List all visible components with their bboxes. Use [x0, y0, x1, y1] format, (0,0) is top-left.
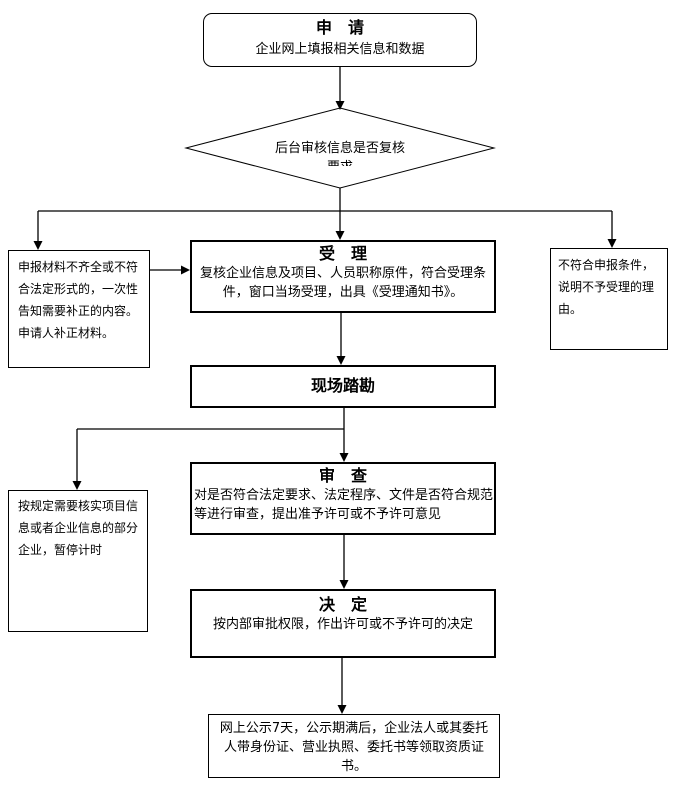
node-accept-title: 受 理 — [318, 244, 367, 263]
node-apply-body: 企业网上填报相关信息和数据 — [255, 42, 425, 57]
node-site-survey-title: 现场踏勘 — [310, 376, 375, 395]
node-pause-timer: 按规定需要核实项目信息或者企业信息的部分企业，暂停计时 — [8, 490, 148, 632]
node-accept-body: 复核企业信息及项目、人员职称原件，符合受理条件，窗口当场受理，出具《受理通知书》… — [199, 266, 486, 300]
arrowhead-into-examine — [339, 453, 349, 462]
node-decide-title: 决 定 — [318, 595, 367, 614]
node-decide: 决 定 按内部审批权限，作出许可或不予许可的决定 — [190, 589, 496, 658]
arrowhead-supplement-accept — [181, 265, 190, 275]
node-examine-body: 对是否符合法定要求、法定程序、文件是否符合规范等进行审查，提出准予许可或不予许可… — [194, 488, 494, 522]
node-accept: 受 理 复核企业信息及项目、人员职称原件，符合受理条件，窗口当场受理，出具《受理… — [190, 240, 496, 313]
node-supplement-notice: 申报材料不齐全或不符合法定形式的，一次性告知需要补正的内容。申请人补正材料。 — [8, 250, 150, 368]
node-reject-reason: 不符合申报条件，说明不予受理的理由。 — [550, 248, 668, 350]
node-examine: 审 查 对是否符合法定要求、法定程序、文件是否符合规范等进行审查，提出准予许可或… — [190, 462, 496, 535]
node-publish: 网上公示7天，公示期满后，企业法人或其委托人带身份证、营业执照、委托书等领取资质… — [208, 714, 500, 778]
arrowhead-into-accept — [335, 231, 345, 240]
node-apply-title: 申 请 — [315, 18, 364, 37]
node-review-decision: 后台审核信息是否复核 要求 — [240, 139, 440, 166]
node-review-decision-line2: 要求 — [240, 158, 440, 166]
arrowhead-into-publish — [337, 705, 347, 714]
node-decide-body: 按内部审批权限，作出许可或不予许可的决定 — [212, 617, 473, 632]
node-examine-title: 审 查 — [318, 466, 367, 485]
node-apply: 申 请 企业网上填报相关信息和数据 — [203, 13, 477, 67]
arrowhead-into-reject — [607, 239, 617, 248]
arrowhead-into-decision — [335, 101, 345, 110]
arrowhead-into-decide — [339, 580, 349, 589]
arrowhead-into-supplement — [33, 241, 43, 250]
node-publish-text: 网上公示7天，公示期满后，企业法人或其委托人带身份证、营业执照、委托书等领取资质… — [219, 721, 489, 774]
node-review-decision-line1: 后台审核信息是否复核 — [274, 141, 405, 156]
node-reject-text: 不符合申报条件，说明不予受理的理由。 — [558, 258, 655, 316]
node-site-survey: 现场踏勘 — [190, 365, 496, 408]
node-supplement-text: 申报材料不齐全或不符合法定形式的，一次性告知需要补正的内容。申请人补正材料。 — [18, 260, 139, 340]
arrowhead-into-site — [336, 356, 346, 365]
arrowhead-into-pause — [72, 481, 82, 490]
node-pause-timer-text: 按规定需要核实项目信息或者企业信息的部分企业，暂停计时 — [18, 499, 139, 557]
